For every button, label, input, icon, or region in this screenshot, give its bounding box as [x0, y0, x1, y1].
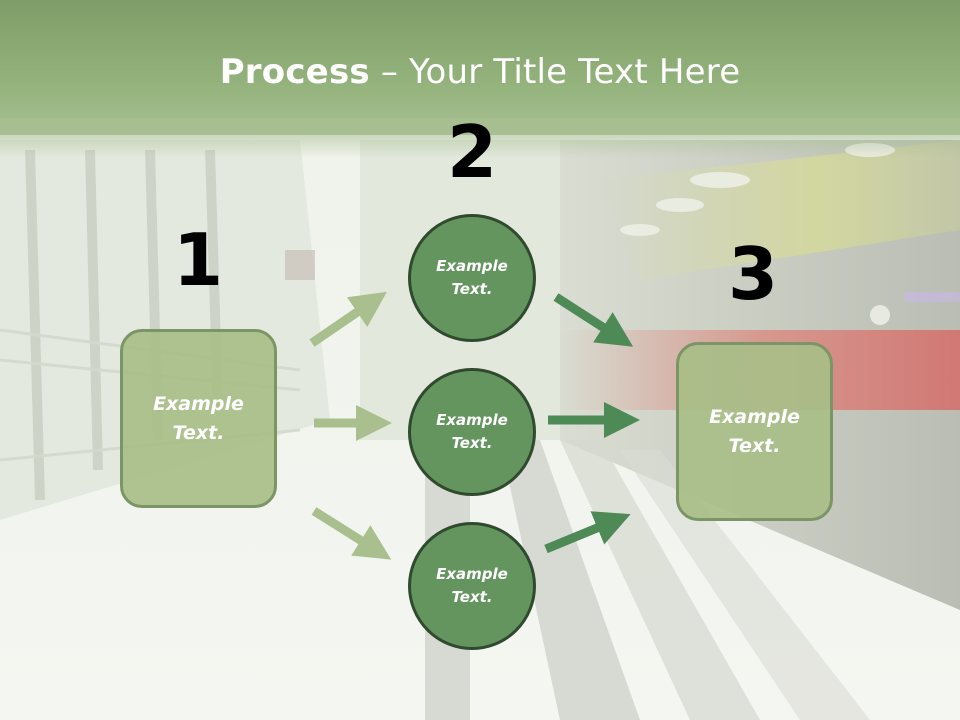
title-rest: – Your Title Text Here — [369, 52, 741, 92]
header-band — [0, 0, 960, 135]
step-number-3: 3 — [727, 232, 779, 316]
circle-top-text-line1: Example — [436, 257, 508, 275]
step-1-text-line2: Text. — [172, 421, 225, 444]
step-3-text-line2: Text. — [728, 434, 781, 457]
step-3-text-line1: Example — [709, 405, 800, 428]
circle-middle-text-line2: Text. — [451, 434, 493, 452]
circle-bottom-text-line1: Example — [436, 565, 508, 583]
circle-middle-text-line1: Example — [436, 411, 508, 429]
header-fade — [0, 118, 960, 158]
circle-middle: Example Text. — [408, 368, 536, 496]
circle-bottom-text-line2: Text. — [451, 588, 493, 606]
step-1-text-line1: Example — [153, 392, 244, 415]
arrow-bottom-to-3 — [544, 511, 631, 554]
circle-top: Example Text. — [408, 214, 536, 342]
circle-top-text-line2: Text. — [451, 280, 493, 298]
step-1-box: Example Text. — [120, 329, 277, 508]
slide-title: Process – Your Title Text Here — [0, 52, 960, 92]
arrow-1-to-top — [309, 291, 387, 347]
arrow-top-to-3 — [553, 293, 634, 347]
title-bold: Process — [219, 52, 370, 92]
step-3-box: Example Text. — [676, 342, 833, 521]
step-number-2: 2 — [446, 110, 498, 194]
circle-bottom: Example Text. — [408, 522, 536, 650]
arrow-1-to-bottom — [311, 507, 392, 560]
step-number-1: 1 — [172, 218, 224, 302]
